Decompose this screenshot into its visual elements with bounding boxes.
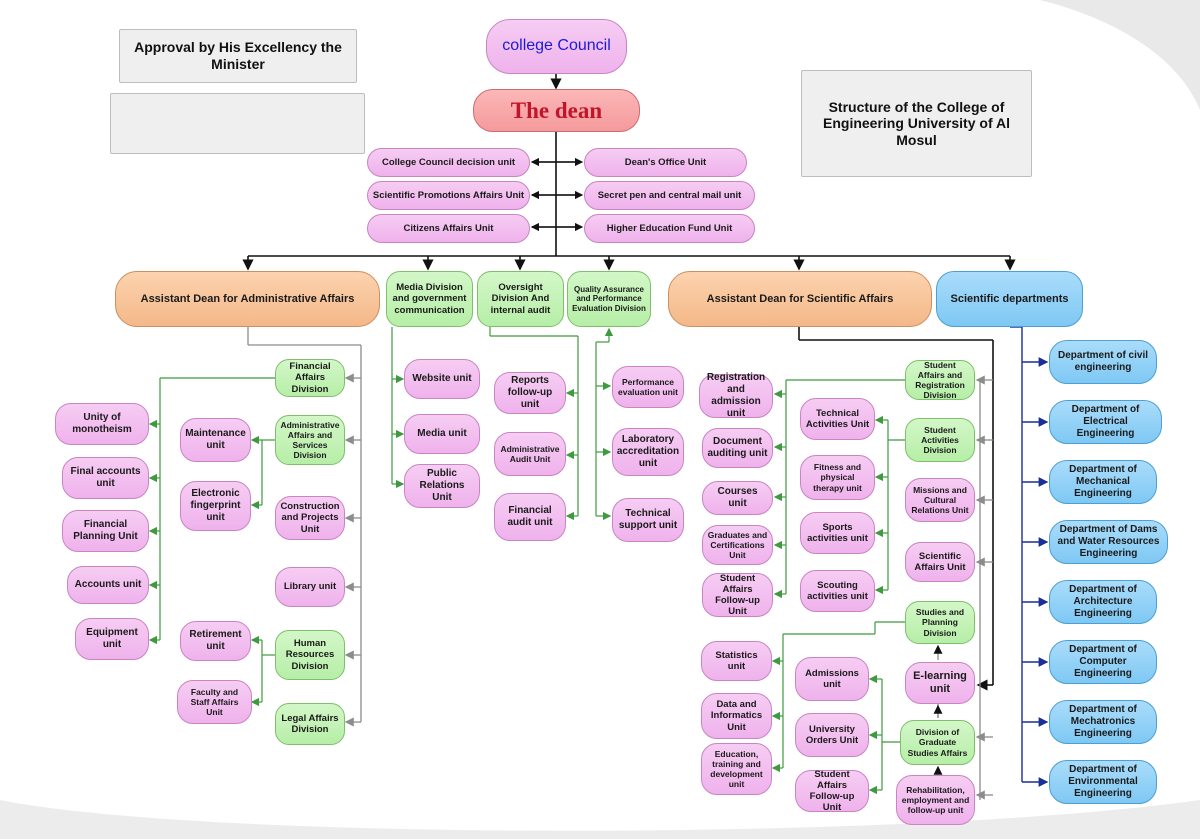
- approval-signature-box: [110, 93, 365, 154]
- assistant-dean-scientific: Assistant Dean for Scientific Affairs: [668, 271, 932, 327]
- graduates-certifications-unit: Graduates and Certifications Unit: [702, 525, 773, 565]
- oversight-connectors: [489, 327, 579, 521]
- oversight-division: Oversight Division And internal audit: [477, 271, 564, 327]
- dept-mechanical: Department of Mechanical Engineering: [1049, 460, 1157, 504]
- website-unit: Website unit: [404, 359, 480, 399]
- data-informatics-unit: Data and Informatics Unit: [701, 693, 772, 739]
- department-connectors: [1010, 326, 1049, 787]
- reports-followup-unit: Reports follow-up unit: [494, 372, 566, 414]
- education-training-unit: Education, training and development unit: [701, 743, 772, 795]
- planning-connectors: [771, 621, 905, 773]
- dean-unit-arrows: [530, 157, 584, 232]
- scientific-departments-head: Scientific departments: [936, 271, 1083, 327]
- fitness-physical-therapy-unit: Fitness and physical therapy unit: [800, 455, 875, 500]
- scouting-activities-unit: Scouting activities unit: [800, 570, 875, 612]
- citizens-affairs-unit: Citizens Affairs Unit: [367, 214, 530, 243]
- graduate-student-affairs-followup-unit: Student Affairs Follow-up Unit: [795, 769, 869, 813]
- scientific-affairs-unit: Scientific Affairs Unit: [905, 542, 975, 582]
- sports-activities-unit: Sports activities unit: [800, 512, 875, 554]
- dept-environmental: Department of Environmental Engineering: [1049, 760, 1157, 804]
- college-council-box: college Council: [486, 19, 627, 74]
- final-accounts-unit: Final accounts unit: [62, 457, 149, 499]
- statistics-unit: Statistics unit: [701, 641, 772, 681]
- faculty-staff-affairs-unit: Faculty and Staff Affairs Unit: [177, 680, 252, 724]
- missions-cultural-relations-unit: Missions and Cultural Relations Unit: [905, 478, 975, 522]
- e-learning-unit: E-learning unit: [905, 662, 975, 704]
- structure-title-box: Structure of the College of Engineering …: [801, 70, 1032, 177]
- construction-projects-unit: Construction and Projects Unit: [275, 496, 345, 540]
- financial-audit-unit: Financial audit unit: [494, 493, 566, 541]
- college-council-decision-unit: College Council decision unit: [367, 148, 530, 177]
- higher-education-fund-unit: Higher Education Fund Unit: [584, 214, 755, 243]
- media-division: Media Division and government communicat…: [386, 271, 473, 327]
- approval-box: Approval by His Excellency the Minister: [119, 29, 357, 83]
- retirement-unit: Retirement unit: [180, 621, 251, 661]
- student-affairs-followup-unit: Student Affairs Follow-up Unit: [702, 573, 773, 617]
- dept-computer: Department of Computer Engineering: [1049, 640, 1157, 684]
- studies-planning-division: Studies and Planning Division: [905, 601, 975, 644]
- electronic-fingerprint-unit: Electronic fingerprint unit: [180, 481, 251, 531]
- dean-box: The dean: [473, 89, 640, 132]
- administrative-affairs-division: Administrative Affairs and Services Divi…: [275, 415, 345, 465]
- student-activities-division: Student Activities Division: [905, 418, 975, 462]
- courses-unit: Courses unit: [702, 481, 773, 515]
- secret-pen-unit: Secret pen and central mail unit: [584, 181, 755, 210]
- scientific-promotions-unit: Scientific Promotions Affairs Unit: [367, 181, 530, 210]
- library-unit: Library unit: [275, 567, 345, 607]
- administrative-audit-unit: Administrative Audit Unit: [494, 432, 566, 476]
- dept-mechatronics: Department of Mechatronics Engineering: [1049, 700, 1157, 744]
- laboratory-accreditation-unit: Laboratory accreditation unit: [612, 428, 684, 476]
- quality-assurance-division: Quality Assurance and Performance Evalua…: [567, 271, 651, 327]
- admissions-unit: Admissions unit: [795, 657, 869, 701]
- registration-connectors: [773, 379, 905, 599]
- legal-affairs-division: Legal Affairs Division: [275, 703, 345, 745]
- main-spine: [242, 74, 1016, 691]
- registration-admission-unit: Registration and admission unit: [699, 372, 773, 419]
- deans-office-unit: Dean's Office Unit: [584, 148, 747, 177]
- dept-architecture: Department of Architecture Engineering: [1049, 580, 1157, 624]
- media-unit: Media unit: [404, 414, 480, 454]
- rehabilitation-employment-unit: Rehabilitation, employment and follow-up…: [896, 775, 975, 825]
- activities-connectors: [874, 415, 905, 595]
- quality-connectors: [595, 327, 614, 521]
- accounts-unit: Accounts unit: [67, 566, 149, 604]
- assistant-dean-admin: Assistant Dean for Administrative Affair…: [115, 271, 380, 327]
- financial-affairs-division: Financial Affairs Division: [275, 359, 345, 397]
- public-relations-unit: Public Relations Unit: [404, 464, 480, 508]
- media-connectors: [391, 327, 405, 489]
- human-resources-division: Human Resources Division: [275, 630, 345, 680]
- technical-activities-unit: Technical Activities Unit: [800, 398, 875, 440]
- financial-connectors: [148, 377, 275, 707]
- dept-dams-water: Department of Dams and Water Resources E…: [1049, 520, 1168, 564]
- financial-planning-unit: Financial Planning Unit: [62, 510, 149, 552]
- maintenance-unit: Maintenance unit: [180, 418, 251, 462]
- performance-evaluation-unit: Performance evaluation unit: [612, 366, 684, 408]
- equipment-unit: Equipment unit: [75, 618, 149, 660]
- dept-electrical: Department of Electrical Engineering: [1049, 400, 1162, 444]
- dept-civil: Department of civil engineering: [1049, 340, 1157, 384]
- university-orders-unit: University Orders Unit: [795, 713, 869, 757]
- scientific-grey-connectors: [933, 375, 993, 800]
- unity-of-monotheism-unit: Unity of monotheism: [55, 403, 149, 445]
- graduate-studies-division: Division of Graduate Studies Affairs: [900, 720, 975, 765]
- document-auditing-unit: Document auditing unit: [702, 428, 773, 468]
- graduate-connectors: [868, 674, 900, 795]
- admin-connectors: [247, 327, 362, 727]
- technical-support-unit: Technical support unit: [612, 498, 684, 542]
- student-affairs-registration-division: Student Affairs and Registration Divisio…: [905, 360, 975, 400]
